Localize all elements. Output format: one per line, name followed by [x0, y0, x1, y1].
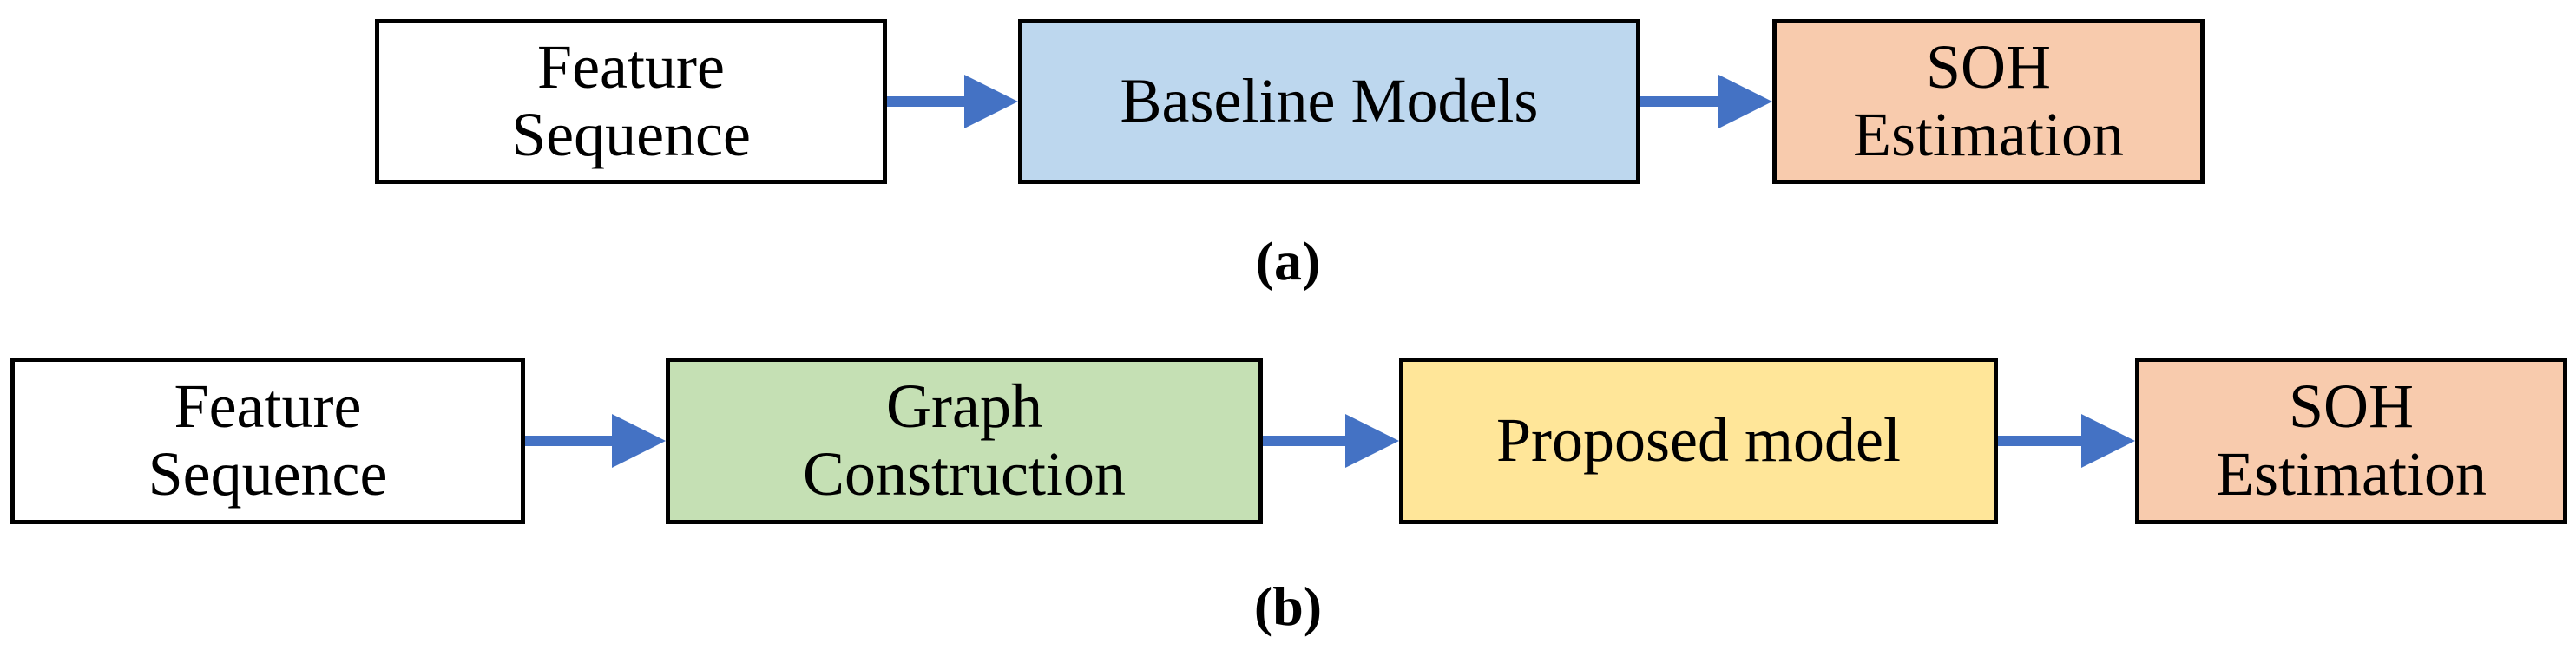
node-label-line: Baseline Models: [1120, 66, 1539, 136]
flow-arrow-right-icon: [887, 75, 1018, 128]
flow-arrow-right-icon: [1263, 414, 1399, 468]
arrow-shaft: [1998, 436, 2081, 446]
node-label-line: Proposed model: [1496, 405, 1901, 476]
flow-arrow-right-icon: [1640, 75, 1772, 128]
arrow-head: [2081, 414, 2135, 468]
node-label-line: SOH: [2288, 371, 2415, 442]
arrow-shaft: [525, 436, 612, 446]
node-graph-construction: Graph Construction: [666, 358, 1263, 524]
node-label-line: Estimation: [1853, 100, 2124, 169]
flow-arrow-right-icon: [1998, 414, 2135, 468]
arrow-head: [964, 75, 1018, 128]
arrow-head: [1345, 414, 1399, 468]
arrow-shaft: [1640, 96, 1718, 107]
node-label-line: Feature: [174, 371, 362, 442]
node-label-line: SOH: [1925, 32, 2052, 102]
arrow-shaft: [1263, 436, 1345, 446]
node-proposed-model: Proposed model: [1399, 358, 1998, 524]
node-label-line: Feature: [537, 32, 725, 102]
node-label-line: Sequence: [148, 439, 388, 509]
arrow-head: [1718, 75, 1772, 128]
node-label-line: Graph: [886, 371, 1042, 442]
node-label-line: Construction: [803, 439, 1126, 509]
arrow-shaft: [887, 96, 964, 107]
node-feature-sequence-b: Feature Sequence: [10, 358, 525, 524]
node-soh-estimation-b: SOH Estimation: [2135, 358, 2567, 524]
node-label-line: Estimation: [2216, 439, 2487, 509]
node-feature-sequence-a: Feature Sequence: [375, 19, 887, 184]
node-soh-estimation-a: SOH Estimation: [1772, 19, 2205, 184]
caption-a: (a): [1255, 230, 1321, 292]
arrow-head: [612, 414, 666, 468]
node-label-line: Sequence: [511, 100, 751, 169]
caption-b: (b): [1253, 575, 1323, 637]
flow-arrow-right-icon: [525, 414, 666, 468]
node-baseline-models: Baseline Models: [1018, 19, 1640, 184]
